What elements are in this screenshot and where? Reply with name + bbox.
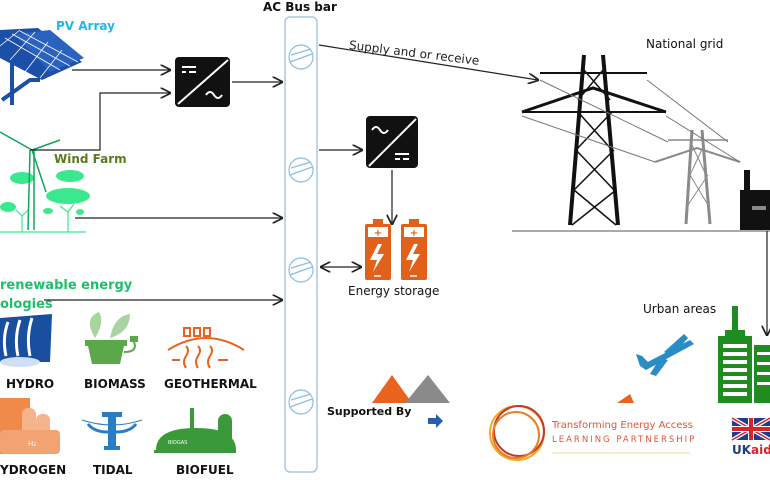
tidal-icon (81, 412, 143, 450)
bus-connector (288, 44, 314, 70)
battery-icon: + (365, 219, 391, 280)
building-icon (718, 306, 770, 403)
tea-logo-icon (489, 405, 545, 461)
pv-array-label: PV Array (56, 19, 115, 33)
svg-text:BIOGAS: BIOGAS (168, 440, 187, 446)
ac-bus-bar (284, 16, 318, 473)
tech-label-geothermal: GEOTHERMAL (164, 377, 257, 391)
supported-arrow-icon (428, 414, 443, 428)
transmission-tower-far-icon (654, 129, 741, 225)
biofuel-icon: BIOGAS (154, 408, 236, 453)
tech-label-hydrogen: YDROGEN (0, 463, 67, 477)
biomass-icon (85, 312, 138, 364)
tech-label-biofuel: BIOFUEL (176, 463, 234, 477)
svg-text:H₂: H₂ (28, 440, 36, 448)
national-grid-label: National grid (646, 37, 724, 51)
wind-farm-label: Wind Farm (54, 152, 127, 166)
ukaid-label[interactable]: UKaid (732, 443, 770, 457)
other-renewables-label: renewable energy ologies (0, 276, 132, 314)
hydrogen-icon: H₂ (0, 398, 60, 454)
bus-connector (288, 257, 314, 283)
wind-farm-icon (0, 131, 90, 233)
geothermal-icon (167, 327, 245, 369)
tech-label-hydro: HYDRO (6, 377, 55, 391)
ukaid-uk: UK (732, 443, 752, 457)
wind-to-inverter-line (30, 93, 170, 151)
bus-connector (288, 157, 314, 183)
airplane-icon (636, 334, 694, 376)
urban-areas-label: Urban areas (643, 302, 717, 316)
pv-array-icon (0, 28, 84, 105)
svg-text:+: + (374, 228, 382, 239)
battery-icon: + (401, 219, 427, 280)
energy-storage-label: Energy storage (348, 284, 440, 298)
svg-text:+: + (410, 228, 418, 239)
dc-ac-inverter-icon (175, 57, 230, 107)
tea-subtitle: LEARNING PARTNERSHIP (552, 435, 697, 445)
bus-bar-label: AC Bus bar (263, 0, 337, 14)
tech-label-tidal: TIDAL (93, 463, 133, 477)
other-renewables-line-1: renewable energy (0, 278, 133, 293)
supported-by-label: Supported By (327, 405, 412, 418)
other-renewables-line-2: ologies (0, 297, 53, 312)
bus-connector (288, 389, 314, 415)
hydro-icon (0, 314, 52, 367)
ukaid-aid: aid (751, 443, 770, 457)
tech-label-biomass: BIOMASS (84, 377, 146, 391)
ukaid-text: UKaid (732, 443, 770, 457)
tea-title[interactable]: Transforming Energy Access (552, 420, 693, 431)
ukaid-flag-icon (730, 416, 770, 442)
supply-line (318, 44, 538, 80)
transformer-icon (740, 170, 770, 230)
ac-dc-converter-icon (366, 116, 418, 168)
power-lines (521, 79, 741, 163)
factory-partial-icon (372, 375, 634, 403)
transmission-tower-icon (521, 54, 667, 226)
